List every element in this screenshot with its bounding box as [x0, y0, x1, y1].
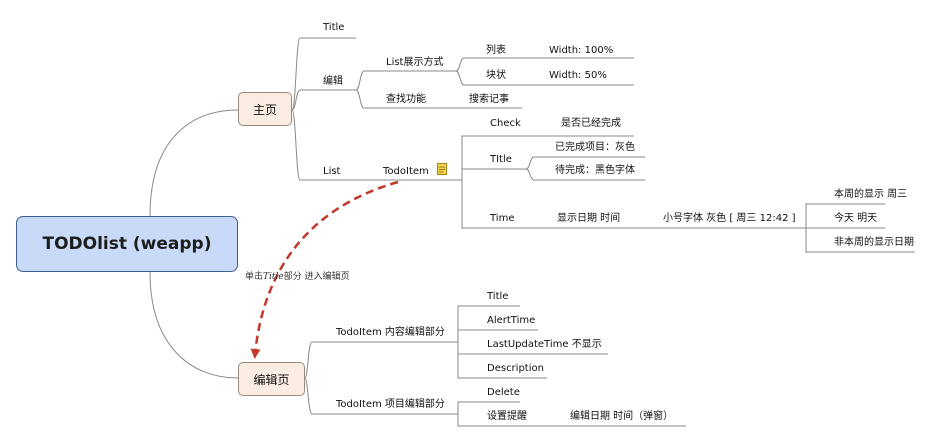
search-feature[interactable]: 查找功能: [386, 94, 426, 105]
todo-item[interactable]: TodoItem: [383, 166, 429, 177]
time-style[interactable]: 小号字体 灰色 [ 周三 12:42 ]: [663, 213, 796, 224]
display-list-width[interactable]: Width: 100%: [549, 45, 614, 56]
display-block[interactable]: 块状: [486, 70, 506, 81]
content-description[interactable]: Description: [487, 363, 544, 374]
note-icon[interactable]: [437, 163, 447, 175]
title-pending[interactable]: 待完成：黑色字体: [555, 165, 635, 176]
item-check-value[interactable]: 是否已经完成: [561, 118, 621, 129]
connector-root-home: [149, 109, 239, 217]
time-display[interactable]: 显示日期 时间: [557, 213, 621, 224]
home-edit[interactable]: 编辑: [323, 76, 343, 87]
item-time[interactable]: Time: [490, 213, 515, 224]
link-arrow: [250, 180, 399, 359]
annotation-prefix: 单击: [245, 272, 264, 282]
item-edit-section[interactable]: TodoItem 项目编辑部分: [336, 399, 445, 410]
item-title[interactable]: TItle: [490, 154, 512, 165]
search-notes[interactable]: 搜索记事: [469, 94, 509, 105]
title-done[interactable]: 已完成项目：灰色: [555, 142, 635, 153]
content-last-update[interactable]: LastUpdateTime 不显示: [487, 339, 602, 350]
item-check[interactable]: Check: [490, 118, 521, 129]
time-today[interactable]: 今天 明天: [834, 213, 878, 224]
annotation-suffix: 部分 进入编辑页: [283, 272, 350, 282]
time-not-this-week[interactable]: 非本周的显示日期: [834, 237, 914, 248]
display-block-width[interactable]: Width: 50%: [549, 70, 607, 81]
item-reminder[interactable]: 设置提醒: [487, 411, 527, 422]
home-title[interactable]: Title: [323, 22, 345, 33]
topic-edit-page[interactable]: 编辑页: [238, 362, 305, 396]
item-delete[interactable]: Delete: [487, 387, 520, 398]
topic-home[interactable]: 主页: [238, 92, 292, 126]
home-list[interactable]: List: [323, 166, 341, 177]
content-alert-time[interactable]: AlertTime: [487, 315, 536, 326]
root-topic[interactable]: TODOlist (weapp): [16, 216, 238, 272]
time-this-week[interactable]: 本周的显示 周三: [834, 189, 908, 200]
item-reminder-value[interactable]: 编辑日期 时间（弹窗）: [570, 411, 674, 422]
display-list[interactable]: 列表: [486, 45, 506, 56]
annotation-emphasis: Title: [263, 272, 284, 282]
content-edit-section[interactable]: TodoItem 内容编辑部分: [336, 327, 445, 338]
content-title[interactable]: Title: [487, 291, 509, 302]
list-display-mode[interactable]: List展示方式: [386, 57, 444, 68]
link-annotation: 单击Title部分 进入编辑页: [245, 269, 350, 282]
connector-root-editpage: [149, 271, 239, 379]
